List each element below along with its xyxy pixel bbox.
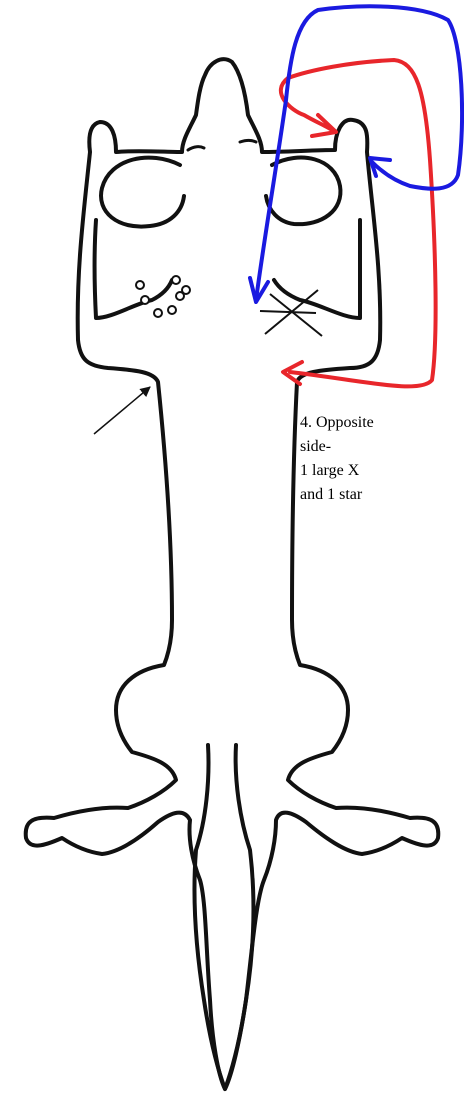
caption-line: side-	[300, 435, 460, 459]
caption-line: and 1 star	[300, 483, 460, 507]
rat-body-outline	[26, 59, 439, 1089]
caption-line: 4. Opposite	[300, 411, 460, 435]
ring-marker	[172, 276, 180, 284]
step-caption: 4. Opposite side- 1 large X and 1 star	[300, 411, 460, 507]
pointer-arrow	[94, 387, 150, 434]
right-forelimb-inner-edge	[274, 220, 360, 318]
ring-marker	[182, 286, 190, 294]
ring-marker	[141, 296, 149, 304]
x-stroke	[260, 311, 316, 313]
right-eye	[240, 141, 256, 143]
caption-line: 1 large X	[300, 459, 460, 483]
ring-marker	[136, 281, 144, 289]
left-forelimb-inner-edge	[95, 220, 173, 318]
ring-marker	[168, 306, 176, 314]
ring-marker	[154, 309, 162, 317]
left-eye	[188, 147, 204, 150]
left-ear	[101, 158, 184, 227]
ring-marker-cluster	[136, 276, 190, 317]
